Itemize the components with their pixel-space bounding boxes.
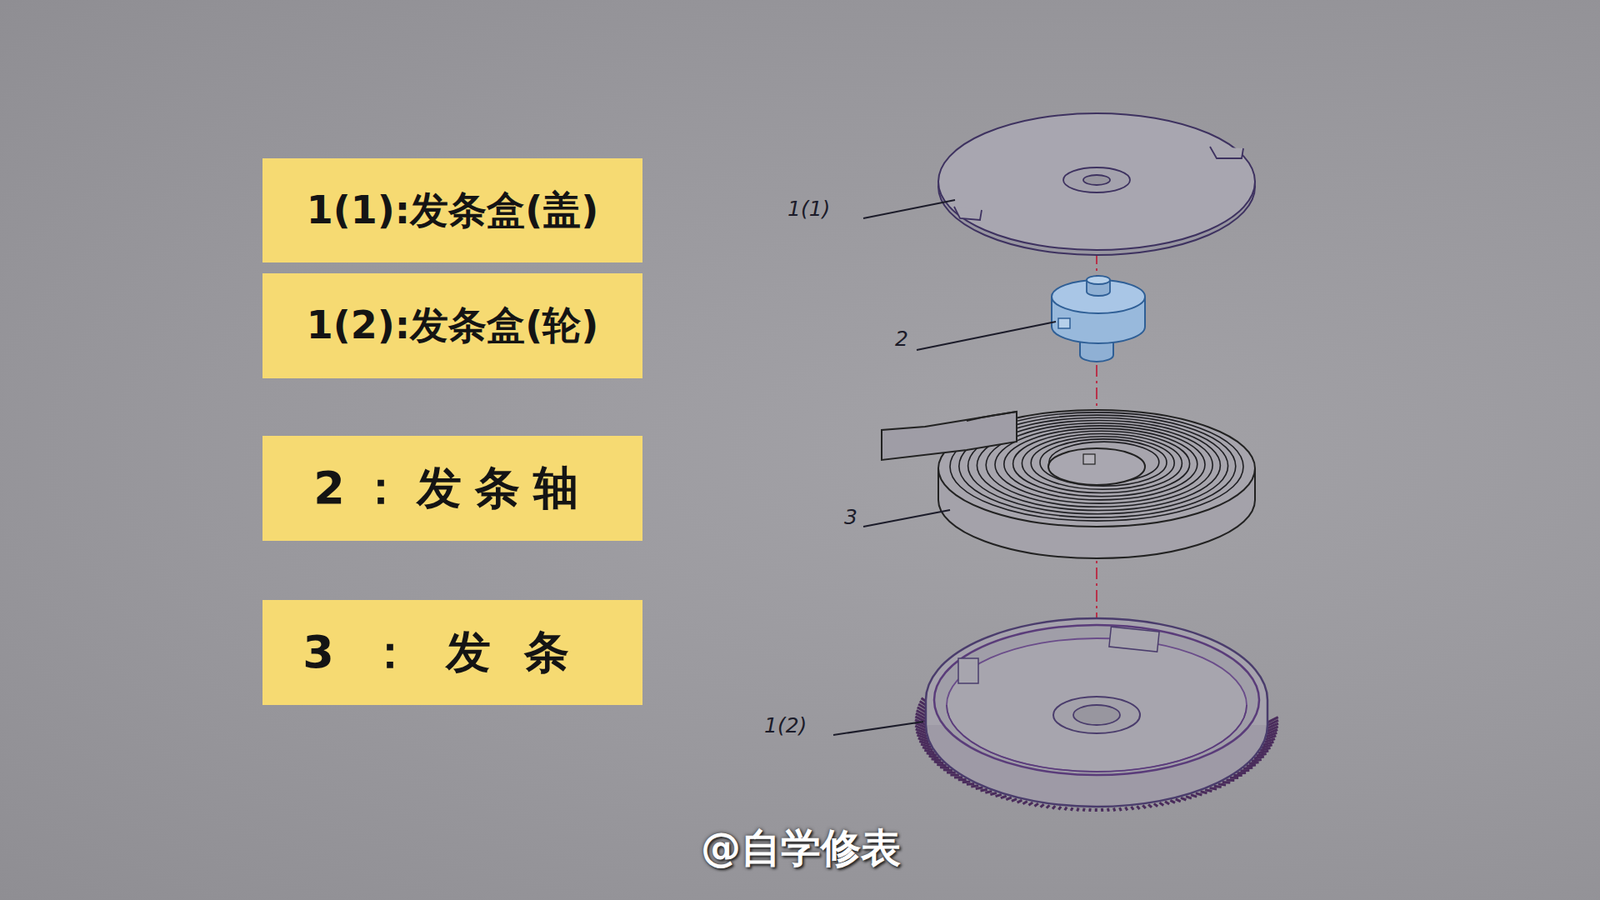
gear-tooth <box>1125 807 1128 811</box>
gear-tooth <box>1046 805 1050 809</box>
callout-number: 2 <box>895 326 909 351</box>
gear-tooth <box>1100 808 1104 812</box>
gear-tooth <box>1011 799 1017 802</box>
gear-tooth <box>1005 797 1011 800</box>
gear-tooth <box>1077 807 1079 811</box>
box-text: 1(2):发条盒(轮) <box>306 300 600 352</box>
barrel-wheel <box>915 618 1279 812</box>
gear-tooth <box>1120 807 1122 811</box>
gear-tooth <box>946 770 956 774</box>
barrel-cover <box>938 113 1255 255</box>
gear-tooth <box>1088 808 1091 812</box>
spring-coil <box>1021 433 1182 493</box>
gear-tooth <box>1082 808 1086 812</box>
spring-coil <box>1004 428 1198 500</box>
gear-tooth <box>936 764 946 765</box>
gear-tooth <box>1017 800 1023 803</box>
leader-lines <box>833 200 1056 735</box>
box-text: 3：发条 <box>302 622 603 684</box>
box-text: 2：发条轴 <box>313 458 592 520</box>
gear-tooth <box>1210 788 1218 790</box>
gear-tooth <box>1136 805 1140 810</box>
gear-tooth <box>1175 799 1181 802</box>
spring-coil <box>1013 430 1190 496</box>
gear-tooth <box>954 775 963 779</box>
gear-tooth <box>1254 756 1265 759</box>
mainspring <box>881 410 1255 559</box>
gear-tooth <box>1058 806 1061 810</box>
gear-tooth <box>1114 808 1115 812</box>
gear-tooth <box>1170 800 1175 803</box>
gear-tooth <box>1218 784 1226 785</box>
gear-tooth <box>1205 790 1212 792</box>
callout-number: 1(2) <box>764 713 807 738</box>
box-text: 1(1):发条盒(盖) <box>306 185 600 237</box>
gear-tooth <box>1240 769 1250 773</box>
gear-tooth <box>1142 805 1146 809</box>
gear-tooth <box>1052 805 1055 810</box>
gear-tooth <box>1185 796 1192 800</box>
gear-tooth <box>1159 802 1164 805</box>
gear-tooth <box>934 761 945 764</box>
gear-tooth <box>995 794 1002 796</box>
gear-tooth <box>1034 803 1038 806</box>
watermark: @自学修表 <box>700 821 901 875</box>
gear-tooth <box>990 792 997 795</box>
gear-tooth <box>1236 771 1246 775</box>
gear-tooth <box>1251 759 1262 761</box>
gear-tooth <box>1148 804 1152 808</box>
spring-coil <box>1030 436 1175 490</box>
gear-tooth <box>1165 801 1170 805</box>
gear-tooth <box>1154 803 1158 806</box>
gear-tooth <box>1040 804 1045 808</box>
callout-number: 1(1) <box>787 196 830 221</box>
label-box: 2：发条轴 <box>262 435 643 541</box>
gear-tooth <box>980 789 987 791</box>
gear-tooth <box>1249 762 1260 764</box>
gear-tooth <box>970 785 979 787</box>
gear-tooth <box>931 759 942 761</box>
gear-tooth <box>1258 750 1269 754</box>
gear-tooth <box>929 755 940 758</box>
gear-tooth <box>1256 754 1267 756</box>
gear-tooth <box>1070 807 1073 811</box>
gear-tooth <box>950 774 959 777</box>
callout-number: 3 <box>844 505 858 530</box>
gear-tooth <box>1214 785 1222 787</box>
gear-tooth <box>924 750 935 753</box>
gear-tooth <box>1180 797 1186 800</box>
spring-coil <box>985 423 1213 508</box>
gear-tooth <box>1190 795 1197 797</box>
gear-tooth <box>1200 791 1208 794</box>
gear-tooth <box>1028 802 1033 805</box>
gear-tooth <box>1065 806 1067 810</box>
spring-coil <box>1040 439 1167 486</box>
barrel-arbor <box>1051 275 1145 362</box>
spring-coil <box>995 425 1205 504</box>
gear-tooth <box>1095 808 1098 812</box>
gear-tooth <box>1022 801 1027 805</box>
gear-tooth <box>1225 778 1235 782</box>
gear-tooth <box>1131 806 1135 810</box>
label-box: 1(2):发条盒(轮) <box>262 273 643 379</box>
gear-tooth <box>1233 774 1242 777</box>
gear-tooth <box>958 778 967 781</box>
gear-tooth <box>1230 776 1239 780</box>
gear-tooth <box>975 787 984 789</box>
label-box: 1(1):发条盒(盖) <box>262 158 643 263</box>
gear-tooth <box>1246 765 1256 766</box>
gear-tooth <box>926 753 937 755</box>
gear-tooth <box>985 790 992 793</box>
label-box: 3：发条 <box>262 600 643 705</box>
gear-tooth <box>1000 795 1007 798</box>
gear-tooth <box>1106 808 1110 812</box>
gear-tooth <box>1195 793 1203 795</box>
